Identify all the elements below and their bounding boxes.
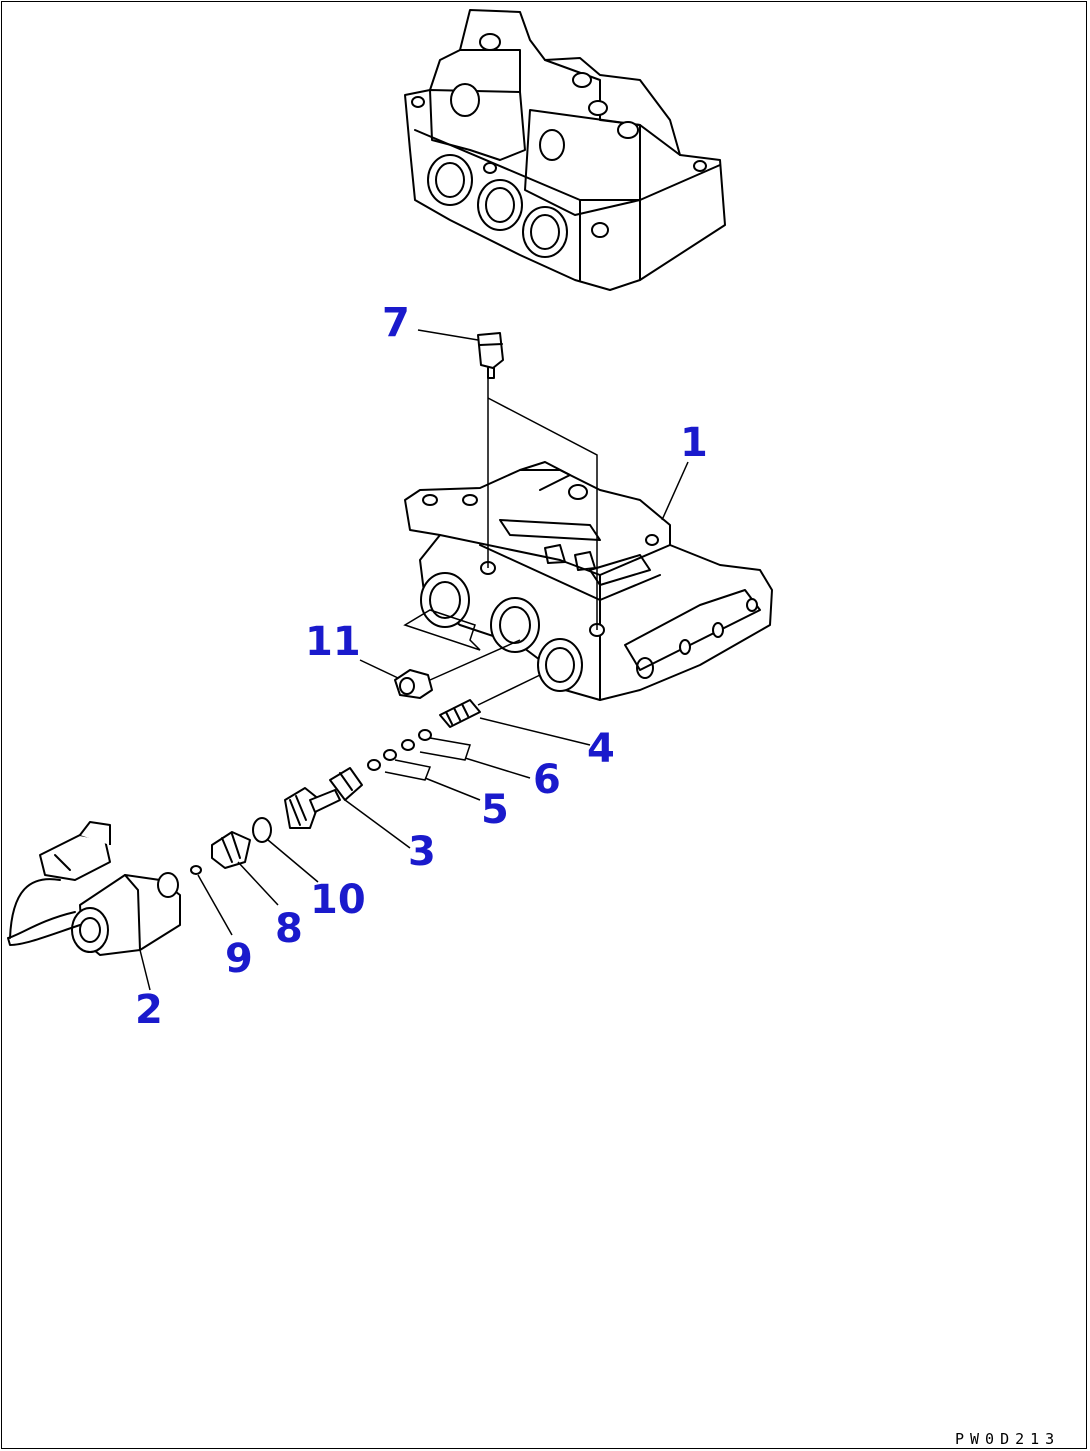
callout-5: 5 (481, 787, 509, 833)
leader-lines (139, 329, 689, 991)
part-6-washer (401, 729, 471, 761)
part-8-fitting (211, 831, 251, 869)
part-11-plug (394, 639, 521, 699)
callout-8: 8 (275, 906, 303, 952)
drawing-code: PW0D213 (955, 1430, 1060, 1448)
part-3-valve (284, 767, 363, 829)
callouts: 7 1 11 4 6 5 3 10 8 9 2 (135, 300, 708, 1033)
part-4-spring (439, 674, 541, 728)
assembly-line-7b (487, 397, 598, 630)
part-1-valve-body (404, 461, 773, 701)
part-2-solenoid (7, 821, 181, 956)
callout-10: 10 (310, 877, 366, 923)
callout-2: 2 (135, 987, 163, 1033)
part-7-plug (477, 332, 504, 379)
callout-1: 1 (680, 420, 708, 466)
part-5-washer (367, 749, 432, 781)
callout-11: 11 (305, 619, 361, 665)
callout-3: 3 (408, 829, 436, 875)
callout-7: 7 (382, 300, 410, 346)
part-10-oring (252, 817, 272, 843)
callout-6: 6 (533, 757, 561, 803)
gasket-outline (403, 609, 481, 651)
part-9-ball (190, 865, 202, 875)
callout-4: 4 (587, 726, 615, 772)
callout-9: 9 (225, 936, 253, 982)
upper-valve-assembly (404, 9, 726, 291)
